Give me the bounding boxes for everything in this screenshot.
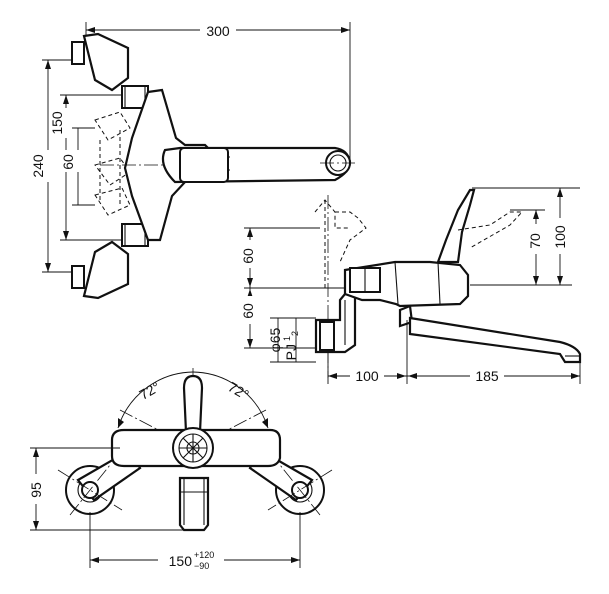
side-view: 60 60 φ65 PJ 1 2 (240, 187, 582, 384)
dim-60-top: 60 (60, 154, 76, 170)
dim-pj-fraction-num: 1 (282, 336, 292, 341)
dim-front-150: 150 (169, 553, 193, 569)
dim-spout-185: 185 (475, 368, 499, 384)
dim-150: 150 (49, 111, 65, 135)
dim-240: 240 (30, 154, 46, 178)
dim-front-95: 95 (28, 482, 44, 498)
dim-handle-100: 100 (552, 225, 568, 249)
dim-side-lower-60: 60 (240, 303, 256, 319)
angle-left-72: 72° (136, 378, 162, 402)
dim-phi65: φ65 (267, 327, 283, 352)
dim-side-100: 100 (355, 368, 379, 384)
dim-side-upper-60: 60 (240, 248, 256, 264)
front-view: 72° 72° 95 (26, 368, 333, 571)
dim-handle-70: 70 (527, 233, 543, 249)
dim-300: 300 (206, 23, 230, 39)
dim-pj-label: PJ (283, 344, 299, 360)
dim-front-tol-plus: +120 (194, 550, 214, 560)
top-view: 300 240 150 60 (30, 22, 355, 300)
dim-pj-fraction-den: 2 (290, 331, 300, 336)
dim-front-tol-minus: −90 (194, 561, 209, 571)
angle-right-72: 72° (225, 378, 251, 402)
